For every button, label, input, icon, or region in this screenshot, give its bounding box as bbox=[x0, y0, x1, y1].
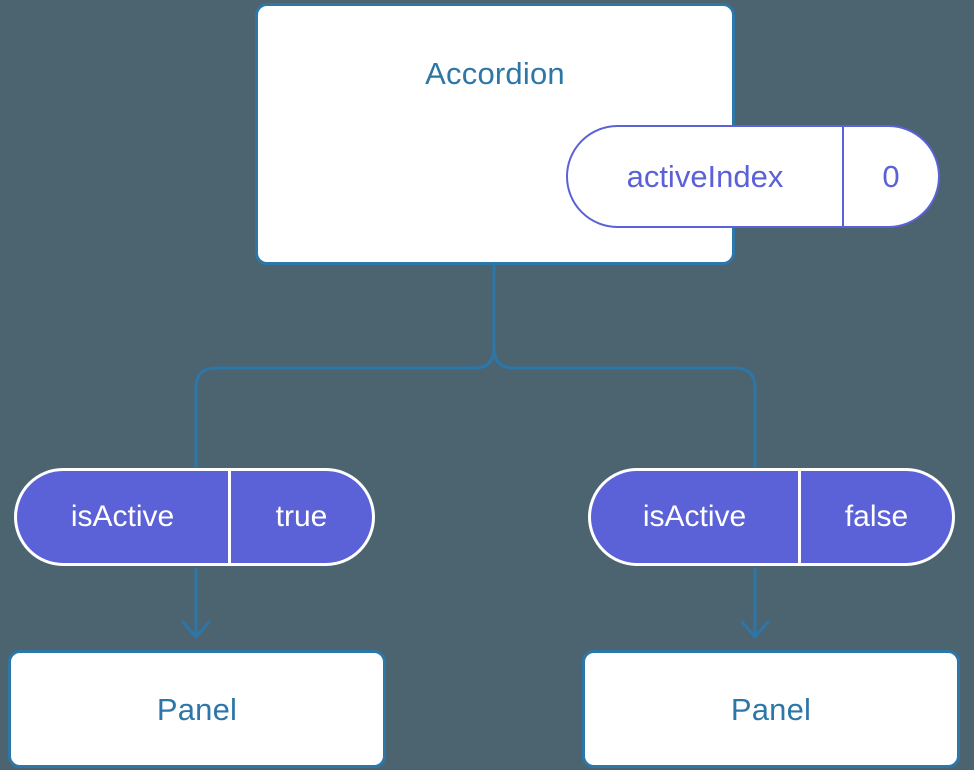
state-pill-value: 0 bbox=[882, 159, 900, 194]
panel-component-card-left[interactable]: Panel bbox=[8, 650, 386, 768]
panel-title-left: Panel bbox=[156, 691, 238, 727]
accordion-title: Accordion bbox=[425, 56, 565, 91]
prop-pill-is-active-true[interactable]: isActive true bbox=[14, 468, 375, 566]
state-pill-active-index[interactable]: activeIndex 0 bbox=[566, 125, 940, 228]
arrow-left-pill-to-panel bbox=[181, 568, 211, 639]
prop-pill-key: isActive bbox=[17, 471, 231, 563]
connector-root-to-right-pill bbox=[492, 265, 757, 470]
panel-component-card-right[interactable]: Panel bbox=[582, 650, 960, 768]
prop-pill-is-active-false[interactable]: isActive false bbox=[588, 468, 955, 566]
arrowhead-down-icon bbox=[181, 620, 211, 639]
arrow-right-pill-to-panel bbox=[740, 568, 770, 639]
accordion-component-card[interactable]: Accordion activeIndex 0 bbox=[255, 3, 940, 265]
arrowhead-down-icon bbox=[740, 620, 770, 639]
prop-pill-key: isActive bbox=[591, 471, 801, 563]
prop-pill-value: false bbox=[844, 500, 909, 533]
connector-root-to-left-pill bbox=[194, 265, 496, 470]
prop-pill-value: true bbox=[275, 500, 328, 533]
state-pill-key: activeIndex bbox=[568, 127, 844, 226]
panel-title-right: Panel bbox=[730, 691, 812, 727]
